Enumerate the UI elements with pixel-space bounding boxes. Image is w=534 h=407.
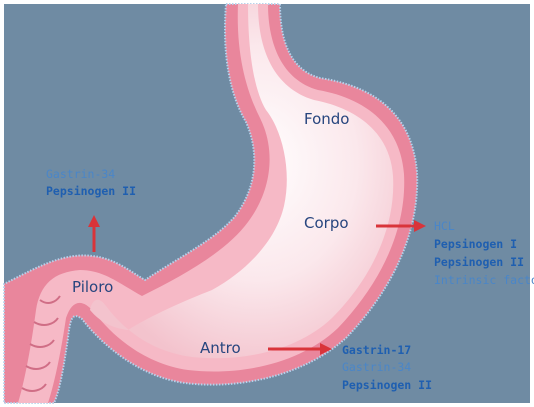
label-fondo: Fondo (304, 110, 349, 128)
label-piloro: Piloro (72, 278, 113, 296)
corpo-secretion-1: HCL (434, 219, 455, 233)
antro-secretion-2: Gastrin-34 (342, 360, 411, 374)
corpo-secretion-2: Pepsinogen I (434, 237, 517, 251)
piloro-secretion-1: Gastrin-34 (46, 167, 115, 181)
antro-secretion-3: Pepsinogen II (342, 378, 432, 392)
piloro-secretion-2: Pepsinogen II (46, 184, 136, 198)
antro-secretion-1: Gastrin-17 (342, 343, 411, 357)
label-antro: Antro (200, 339, 241, 357)
corpo-secretion-3: Pepsinogen II (434, 255, 524, 269)
corpo-secretion-4: Intrinsic factor (434, 273, 534, 287)
label-corpo: Corpo (304, 214, 349, 232)
